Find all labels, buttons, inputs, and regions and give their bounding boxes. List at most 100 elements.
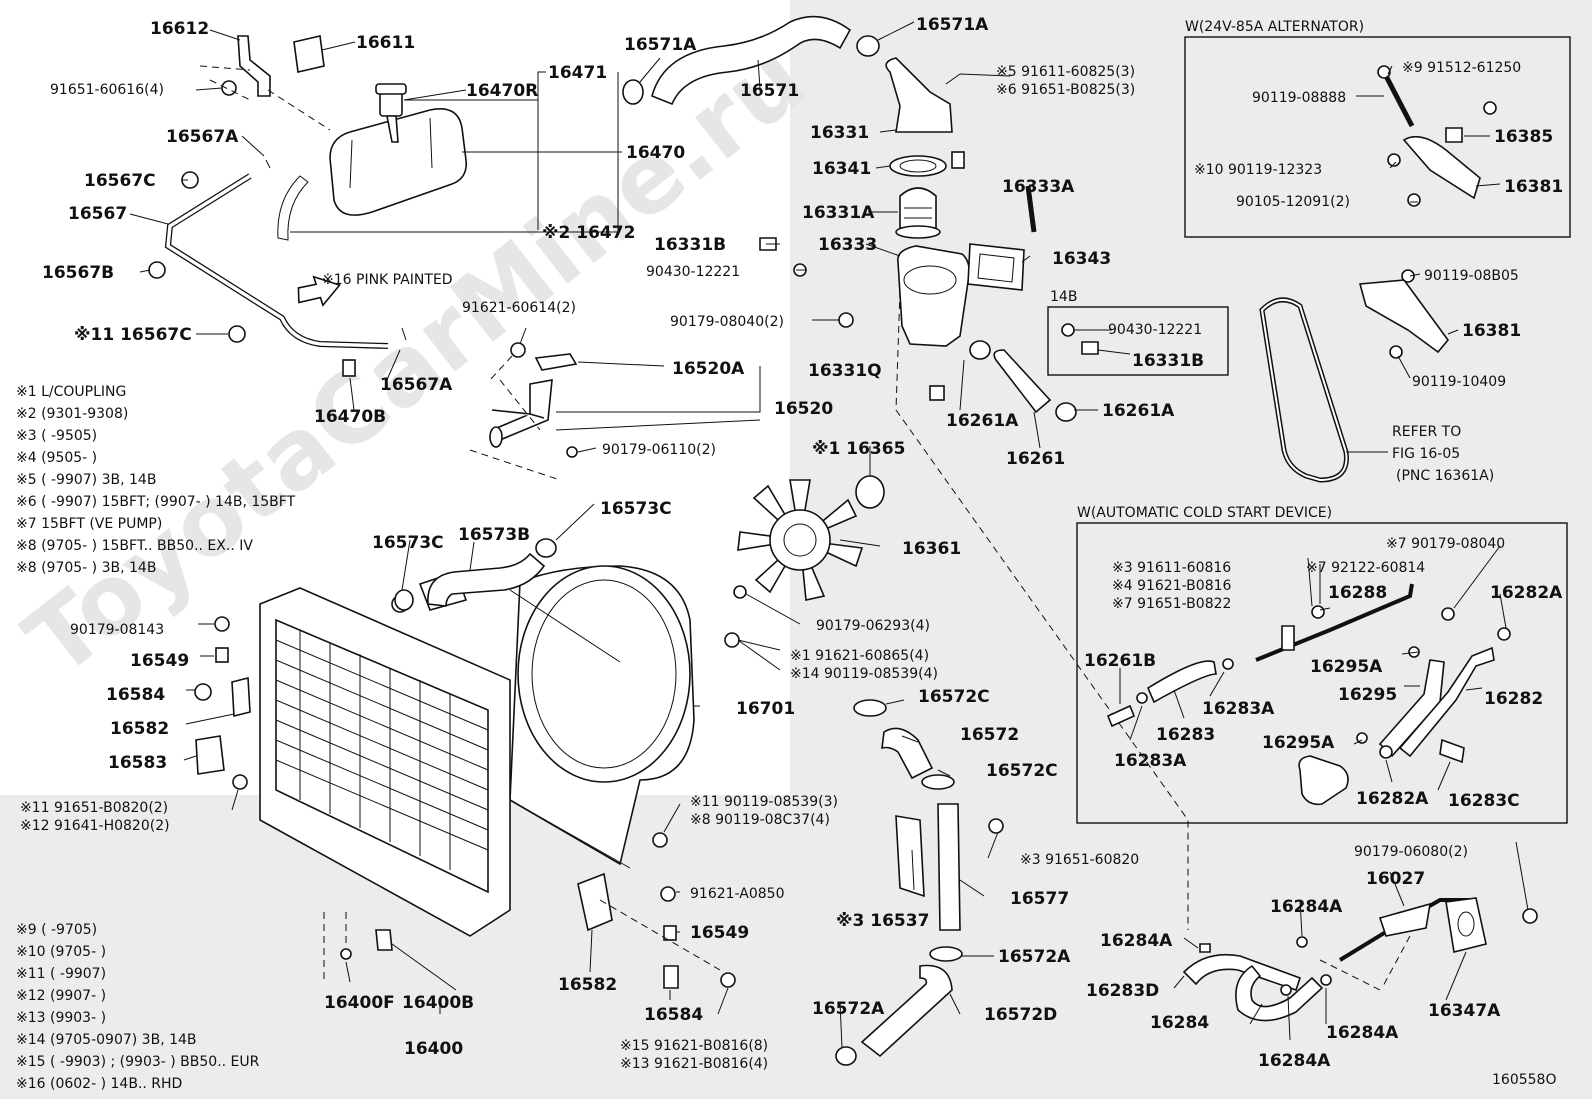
radiator-16400 — [259, 570, 511, 982]
label-16385: 16385 — [1494, 127, 1553, 147]
label-16470R: 16470R — [466, 81, 538, 101]
label-16567C-top: 16567C — [84, 171, 156, 191]
label-16295: 16295 — [1338, 685, 1397, 705]
label-16572C-top: 16572C — [918, 687, 990, 707]
label-16472: ※2 16472 — [542, 223, 635, 243]
label-16283C: 16283C — [1448, 791, 1520, 811]
label-90179-06293: 90179-06293(4) — [816, 618, 930, 634]
label-16283D: 16283D — [1086, 981, 1159, 1001]
label-90119-12323: ※10 90119-12323 — [1194, 162, 1322, 178]
label-16572A-left: 16572A — [812, 999, 885, 1019]
label-16612: 16612 — [150, 19, 209, 39]
gasket-16341 — [889, 155, 947, 177]
hose-16295 — [1378, 659, 1445, 758]
cold-start-box-title: W(AUTOMATIC COLD START DEVICE) — [1077, 505, 1332, 521]
label-16261B: 16261B — [1084, 651, 1156, 671]
cushion-16584 — [194, 683, 212, 701]
bracket-16583 — [195, 735, 225, 775]
label-91621-B0816-4: ※13 91621-B0816(4) — [620, 1056, 768, 1072]
label-16284A-bottom: 16284A — [1258, 1051, 1331, 1071]
overflow-pipe-assembly — [148, 159, 407, 377]
label-90179-08040-b: ※7 90179-08040 — [1386, 536, 1505, 552]
label-16331B-b: 16331B — [1132, 351, 1204, 371]
figure-number: 160558O — [1492, 1072, 1556, 1088]
label-16288: 16288 — [1328, 583, 1387, 603]
label-16582-left: 16582 — [110, 719, 169, 739]
label-16520A: 16520A — [672, 359, 745, 379]
clamp-16283C — [1439, 738, 1465, 764]
hose-16261 — [993, 349, 1052, 414]
label-16400F: 16400F — [324, 993, 395, 1013]
clamp-16284A-right — [1320, 974, 1332, 986]
label-91512-61250: ※9 91512-61250 — [1402, 60, 1521, 76]
label-16572D: 16572D — [984, 1005, 1057, 1025]
label-16283: 16283 — [1156, 725, 1215, 745]
legend-line: ※1 L/COUPLING — [16, 384, 126, 400]
leader-lines — [129, 21, 1529, 1049]
alternator-box — [1184, 36, 1571, 238]
legend-line: ※10 (9705- ) — [16, 944, 106, 960]
note-refer-to: REFER TO — [1392, 424, 1461, 440]
bolt-icon — [510, 342, 526, 358]
hose-16572 — [881, 727, 934, 780]
bolt-icon — [988, 818, 1004, 834]
clip-16567B — [148, 261, 166, 279]
legend-line: ※6 ( -9907) 15BFT; (9907- ) 14B, 15BFT — [16, 494, 296, 510]
label-16400: 16400 — [404, 1039, 463, 1059]
bracket-16537 — [895, 815, 925, 898]
water-inlet-housing-16333 — [897, 245, 970, 347]
clamp-16295A-bottom — [1356, 732, 1368, 744]
reservoir-tank — [329, 108, 468, 216]
clamp-16573C-left — [394, 589, 414, 611]
label-16549-left: 16549 — [130, 651, 189, 671]
label-16567: 16567 — [68, 204, 127, 224]
label-16470: 16470 — [626, 143, 685, 163]
small-box-14b-title: 14B — [1050, 289, 1077, 305]
clamp-16573C-right — [535, 538, 557, 558]
label-90179-08040: 90179-08040(2) — [670, 314, 784, 330]
label-16567A-bot: 16567A — [380, 375, 453, 395]
fan-shroud-16701 — [509, 565, 695, 869]
label-16331: 16331 — [810, 123, 869, 143]
label-16583: 16583 — [108, 753, 167, 773]
label-16573B: 16573B — [458, 525, 530, 545]
legend-line: ※15 ( -9903) ; (9903- ) BB50.. EUR — [16, 1054, 260, 1070]
label-16283A-right: 16283A — [1202, 699, 1275, 719]
bolt-icon — [1401, 269, 1415, 283]
label-16584-bottom: 16584 — [644, 1005, 703, 1025]
label-16571A-left: 16571A — [624, 35, 697, 55]
bolt-icon — [1483, 101, 1497, 115]
bolt-icon — [652, 832, 668, 848]
label-16537: ※3 16537 — [836, 911, 929, 931]
cooling-fan — [724, 475, 885, 648]
hose-16283D — [1182, 953, 1302, 992]
bolt-icon — [720, 972, 736, 988]
label-16261A-right: 16261A — [1102, 401, 1175, 421]
adjusting-bar-16381 — [1402, 135, 1481, 200]
clamp-16572A-right — [929, 946, 963, 962]
label-92122-60814: ※7 92122-60814 — [1306, 560, 1425, 576]
legend-line: ※8 (9705- ) 3B, 14B — [16, 560, 156, 576]
label-90179-08143: 90179-08143 — [70, 622, 164, 638]
bolt-icon — [660, 886, 676, 902]
label-16027: 16027 — [1366, 869, 1425, 889]
bolt-icon — [215, 647, 229, 663]
hose-16284 — [1235, 964, 1324, 1022]
label-91651-B0820: ※11 91651-B0820(2) — [20, 800, 168, 816]
label-91621-B0816-8: ※15 91621-B0816(8) — [620, 1038, 768, 1054]
label-16520: 16520 — [774, 399, 833, 419]
lower-support-brackets — [577, 832, 736, 989]
label-16343: 16343 — [1052, 249, 1111, 269]
radiator-support-brackets — [194, 616, 251, 790]
label-91611-60825: ※5 91611-60825(3) — [996, 64, 1135, 80]
pipe-16577 — [937, 803, 961, 931]
drain-cock-16400B — [375, 929, 393, 951]
upper-hose-assembly — [622, 15, 880, 106]
bolt-icon — [1389, 345, 1403, 359]
label-90119-08B05: 90119-08B05 — [1424, 268, 1519, 284]
clamp-16283A-left — [1136, 692, 1148, 704]
upper-radiator-hose-16573B — [394, 538, 557, 611]
legend-line: ※5 ( -9907) 3B, 14B — [16, 472, 156, 488]
gasket-16347A — [1445, 897, 1487, 953]
